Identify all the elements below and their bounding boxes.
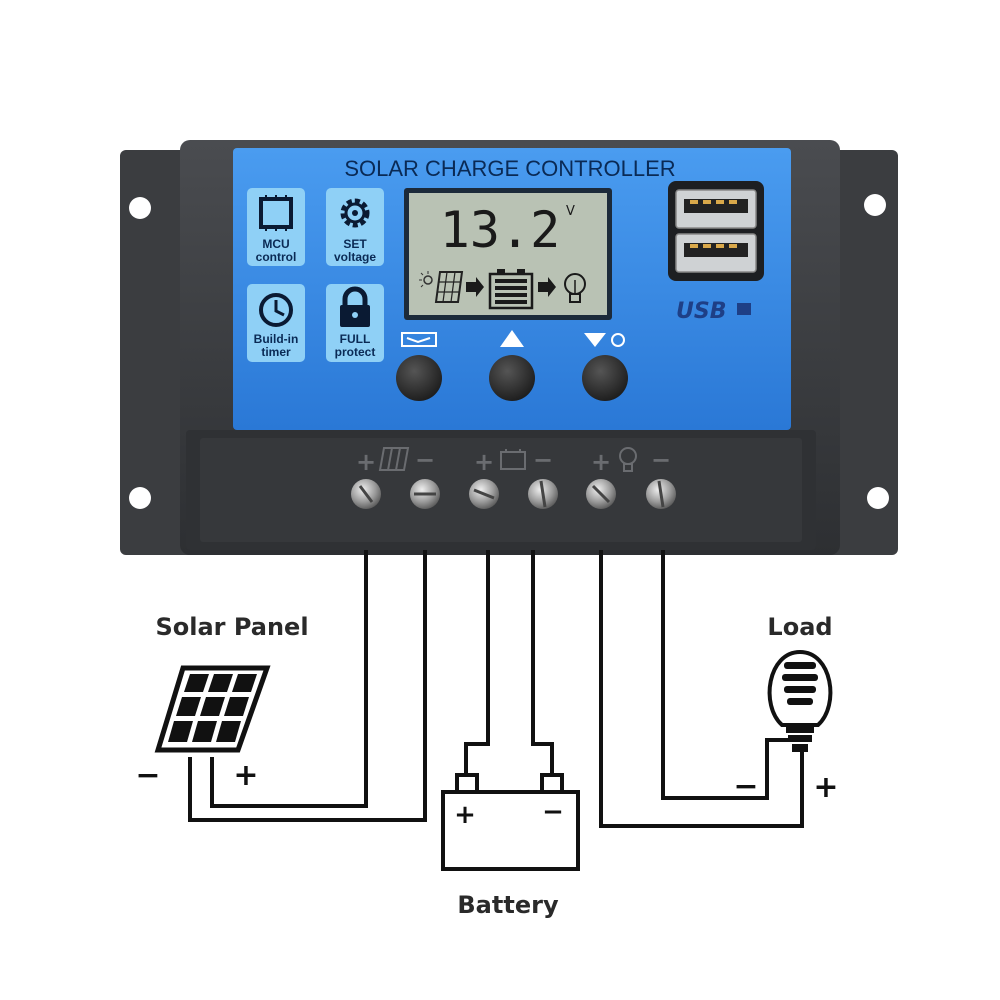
battery-plus-sign: + [454,800,476,830]
solar-charge-controller: SOLAR CHARGE CONTROLLER MCU control SET [120,140,898,555]
left-top-mount-hole [129,197,151,219]
wire-battery-minus [531,550,554,775]
solar-panel-label: Solar Panel [155,613,308,641]
screw-battery-minus[interactable] [528,479,558,509]
battery-minus-sign: − [542,797,564,827]
terminal-block: + − + − + − [186,430,816,550]
wire-load-minus [661,550,790,800]
badge-build-in-timer: Build-in timer [247,284,305,362]
right-bottom-mount-hole [867,487,889,509]
controller-title: SOLAR CHARGE CONTROLLER [344,156,675,181]
screw-load-minus[interactable] [646,479,676,509]
lcd-battery-icon [488,269,534,310]
load-plus-sign: + [813,770,838,805]
screw-solar-minus[interactable] [410,479,440,509]
usb-port[interactable] [668,181,764,281]
lcd-arrow-icon [466,277,484,297]
badge-set-voltage: SET voltage [326,188,384,266]
battery-icon [441,773,580,871]
menu-icon [401,332,437,347]
lcd-voltage-reading: 13.2 [440,201,560,259]
left-bottom-mount-hole [129,487,151,509]
badge-line2: timer [261,345,291,359]
battery-label: Battery [457,891,559,919]
badge-line2: voltage [334,250,376,264]
lcd-voltage-unit: V [566,204,575,219]
badge-line1: FULL [340,332,371,346]
terminal-solar-minus: − [415,446,435,474]
button-up[interactable] [489,330,535,401]
badge-line1: Build-in [254,332,299,346]
wire-solar-minus [188,550,427,822]
bulb-icon [767,649,833,752]
badge-line2: protect [335,345,376,359]
solar-panel-minus-sign: − [135,758,160,793]
up-arrow-icon [500,330,524,347]
lcd-bulb-icon [564,273,586,303]
solar-panel: Solar Panel − + [135,613,308,793]
solar-panel-plus-sign: + [233,758,258,793]
clock-icon [259,293,293,327]
terminal-battery-minus: − [533,446,553,474]
terminal-load-icon [619,447,637,472]
button-down[interactable] [582,333,628,401]
chip-icon [259,195,293,231]
terminal-battery-icon [500,449,526,470]
load-minus-sign: − [733,769,758,804]
usb-label: USB [676,299,726,324]
wire-solar-plus [210,550,368,808]
screw-solar-plus[interactable] [351,479,381,509]
load: Load − + [733,613,838,805]
lcd-arrow-icon [538,277,556,297]
right-top-mount-hole [864,194,886,216]
terminal-load-minus: − [651,446,671,474]
terminal-load-plus: + [591,448,611,476]
badge-line1: SET [343,237,367,251]
solar-panel-icon [154,665,271,753]
gear-icon [340,198,370,228]
lcd-display: 13.2 V [404,188,612,320]
badge-full-protect: FULL protect [326,284,384,362]
badge-line2: control [256,250,297,264]
badge-mcu-control: MCU control [247,188,305,266]
screw-load-plus[interactable] [586,479,616,509]
lcd-sun-panel-icon [419,271,464,303]
battery: + − Battery [441,773,580,919]
down-arrow-icon [584,333,625,347]
wire-battery-plus [464,550,490,775]
lock-icon [340,286,370,327]
badge-line1: MCU [262,237,289,251]
terminal-battery-plus: + [474,448,494,476]
wiring [188,550,804,828]
usb-logo: USB [676,299,751,324]
left-mounting-flange [120,150,195,555]
load-label: Load [767,613,832,641]
screw-battery-plus[interactable] [469,479,499,509]
terminal-solar-plus: + [356,448,376,476]
button-menu[interactable] [396,332,442,401]
wire-load-plus [599,550,804,828]
terminal-solar-icon [378,447,410,471]
